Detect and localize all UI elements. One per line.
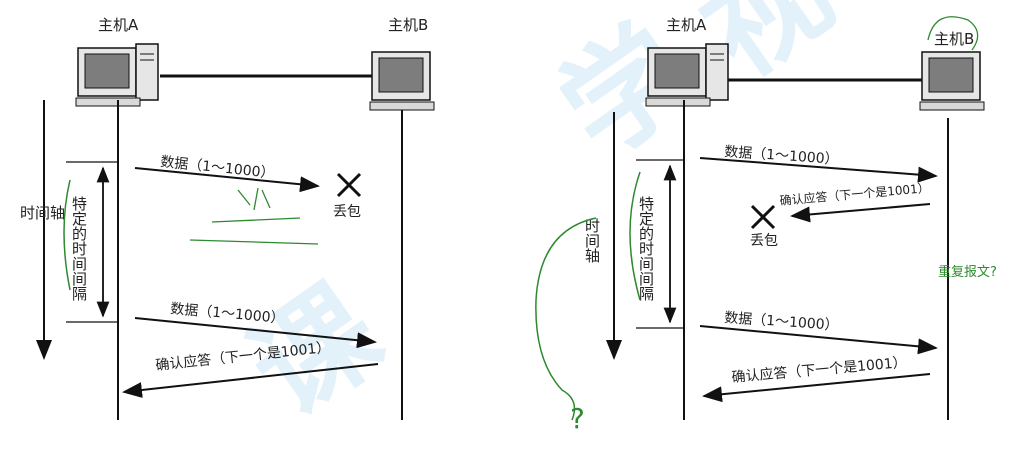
lost-label: 丢包 (750, 233, 778, 249)
annotation-bracket (63, 179, 71, 291)
data-message-1 (134, 167, 320, 193)
host-a-label: 主机A (666, 16, 707, 34)
lost-label: 丢包 (333, 204, 361, 220)
data-message-1-label: 数据（1～1000） (724, 144, 839, 168)
question-mark: ? (570, 402, 585, 435)
ack-lost-label: 确认应答（下一个是1001） (779, 180, 930, 208)
cross-icon (750, 204, 776, 230)
annotation-bracket (629, 171, 641, 301)
ack-message (702, 373, 931, 403)
computer-icon (369, 51, 435, 111)
host-b-label: 主机B (934, 30, 974, 48)
computer-icon (645, 43, 729, 107)
ack-message (122, 363, 379, 398)
data-message-1-label: 数据（1～1000） (160, 154, 276, 182)
data-message-1 (699, 157, 938, 183)
duplicate-note: 重复报文? (938, 264, 997, 280)
data-message-2 (134, 317, 377, 349)
time-axis-text: 时间轴 (20, 204, 65, 222)
left-diagram: 主机A 主机B 时间轴 特定的时间间隔 数据（1～1000） (20, 16, 435, 420)
annotation-scribble (189, 187, 319, 245)
data-message-2-label: 数据（1～1000） (724, 310, 839, 334)
computer-icon (919, 51, 985, 111)
interval-label: 特定的时间间隔 (637, 196, 655, 301)
time-axis-label: 时间轴 (583, 218, 601, 263)
host-b-label: 主机B (388, 16, 428, 34)
computer-icon (75, 43, 159, 107)
annotation-circle (927, 16, 979, 51)
host-a-label: 主机A (98, 16, 139, 34)
ack-message-label: 确认应答（下一个是1001） (731, 354, 907, 386)
data-message-2 (699, 325, 938, 355)
ack-lost-message (790, 203, 931, 223)
annotation-curve (535, 217, 597, 421)
interval-label: 特定的时间间隔 (70, 196, 88, 301)
time-axis-label: 时间轴 (20, 204, 65, 222)
cross-icon (336, 172, 362, 198)
